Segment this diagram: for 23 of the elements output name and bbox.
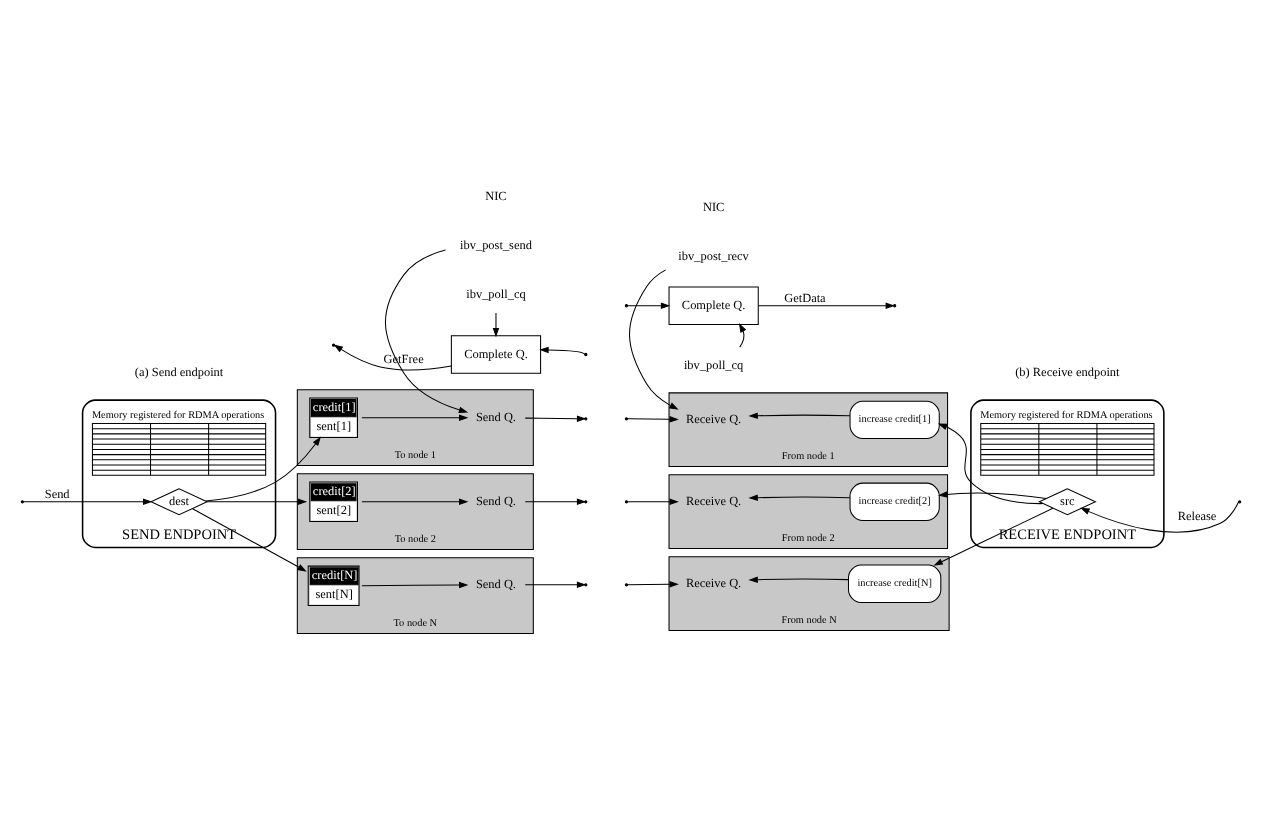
arrow	[627, 416, 679, 423]
arrow	[629, 269, 679, 410]
arrow	[22, 498, 153, 506]
arrow	[205, 436, 321, 502]
arrow	[539, 346, 586, 355]
arrow	[384, 249, 469, 413]
arrow	[192, 508, 307, 572]
arrow	[627, 498, 679, 506]
arrow	[627, 302, 671, 310]
arrow	[492, 312, 500, 338]
arrow	[748, 494, 851, 501]
arrow	[933, 507, 1054, 566]
arrow	[738, 323, 747, 348]
arrow	[937, 423, 1044, 505]
arrow	[206, 498, 308, 506]
arrow	[361, 414, 469, 422]
arrow	[1080, 501, 1240, 533]
arrow	[938, 491, 1047, 500]
arrow	[627, 581, 679, 588]
arrow	[361, 581, 469, 589]
arrow	[748, 412, 851, 420]
arrow	[748, 576, 849, 583]
arrow	[361, 498, 469, 506]
